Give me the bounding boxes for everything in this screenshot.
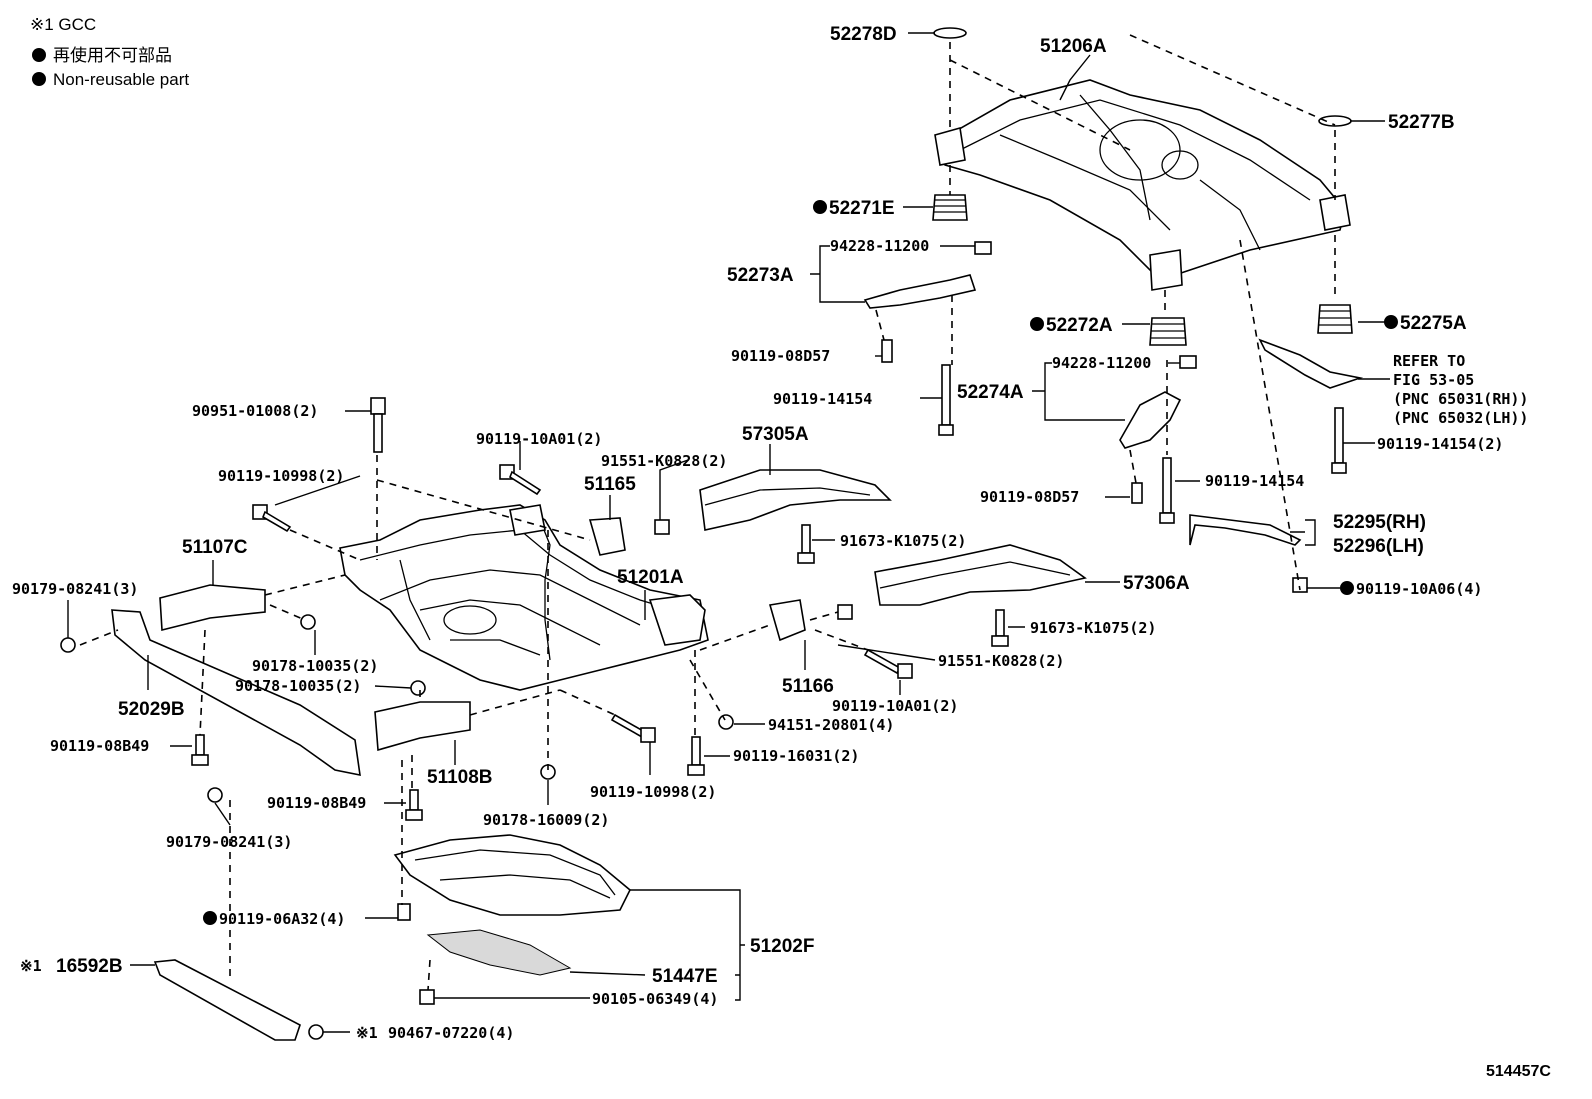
label-91673-K1075-b: 91673-K1075(2) [1030, 619, 1156, 637]
front-bolts [60, 397, 1009, 1040]
label-91551-K0828-a: 91551-K0828(2) [601, 452, 727, 470]
refer-line3: (PNC 65031(RH)) [1393, 390, 1528, 408]
label-91673-K1075-a: 91673-K1075(2) [840, 532, 966, 550]
label-52277B: 52277B [1388, 112, 1455, 133]
label-90119-14154-b: 90119-14154 [1205, 472, 1304, 490]
label-16592B: 16592B [56, 956, 123, 977]
rear-bracket-parts [863, 274, 1364, 546]
label-91551-K0828-b: 91551-K0828(2) [938, 652, 1064, 670]
label-52295-rh: 52295(RH) [1333, 512, 1426, 533]
label-90119-14154-2: 90119-14154(2) [1377, 435, 1503, 453]
label-90178-10035-b: 90178-10035(2) [235, 677, 361, 695]
label-52029B: 52029B [118, 699, 185, 720]
refer-line1: REFER TO [1393, 352, 1465, 370]
label-90119-16031: 90119-16031(2) [733, 747, 859, 765]
diagram-id: 514457C [1486, 1063, 1551, 1080]
label-90119-10A06: 90119-10A06(4) [1356, 580, 1482, 598]
label-51206A: 51206A [1040, 36, 1107, 57]
refer-line4: (PNC 65032(LH)) [1393, 409, 1528, 427]
label-94228-11200-a: 94228-11200 [830, 237, 929, 255]
label-90467-07220: 90467-07220(4) [388, 1024, 514, 1042]
label-90178-10035-a: 90178-10035(2) [252, 657, 378, 675]
refer-line2: FIG 53-05 [1393, 371, 1474, 389]
label-90179-08241-b: 90179-08241(3) [166, 833, 292, 851]
label-90119-10998-b: 90119-10998(2) [590, 783, 716, 801]
non-reusable-dot-icon [32, 72, 46, 86]
label-57305A: 57305A [742, 424, 809, 445]
label-gcc-mark-b: ※1 [356, 1024, 378, 1042]
label-90119-08B49-b: 90119-08B49 [267, 794, 366, 812]
non-reusable-dot-icon [32, 48, 46, 62]
non-reusable-dot-icon [203, 911, 217, 925]
label-51165: 51165 [584, 474, 636, 495]
label-52273A: 52273A [727, 265, 794, 286]
label-90179-08241-a: 90179-08241(3) [12, 580, 138, 598]
rear-subframe-drawing [934, 79, 1351, 291]
leader-lines [67, 32, 1390, 1033]
part-16592B-drawing [153, 959, 301, 1041]
rear-bolts [881, 241, 1347, 593]
rear-mount-parts [932, 27, 1353, 346]
label-51107C: 51107C [182, 537, 248, 558]
label-90119-06A32: 90119-06A32(4) [219, 910, 345, 928]
legend-gcc-note: ※1 GCC [30, 15, 96, 34]
label-52272A: 52272A [1046, 315, 1113, 336]
legend-non-reusable-en: Non-reusable part [53, 70, 189, 89]
label-52271E: 52271E [829, 198, 895, 219]
label-90119-08D57-b: 90119-08D57 [980, 488, 1079, 506]
assembly-lines [79, 34, 1336, 991]
non-reusable-dot-icon [1384, 315, 1398, 329]
front-member-parts [111, 469, 1087, 777]
label-51108B: 51108B [427, 767, 493, 788]
label-52278D: 52278D [830, 24, 897, 45]
label-90119-08B49-a: 90119-08B49 [50, 737, 149, 755]
legend-non-reusable-jp: 再使用不可部品 [53, 45, 172, 65]
non-reusable-dot-icon [1030, 317, 1044, 331]
label-52274A: 52274A [957, 382, 1024, 403]
part-labels: 52278D 51206A 52277B 52271E 94228-11200 … [12, 24, 1551, 1080]
label-90119-10998-a: 90119-10998(2) [218, 467, 344, 485]
label-51201A: 51201A [617, 567, 684, 588]
label-90119-14154-a: 90119-14154 [773, 390, 872, 408]
label-90119-08D57-a: 90119-08D57 [731, 347, 830, 365]
non-reusable-dot-icon [813, 200, 827, 214]
label-gcc-mark-a: ※1 [20, 957, 42, 975]
label-94151-20801: 94151-20801(4) [768, 716, 894, 734]
label-51447E: 51447E [652, 966, 718, 987]
label-90119-10A01-b: 90119-10A01(2) [832, 697, 958, 715]
label-57306A: 57306A [1123, 573, 1190, 594]
label-51166: 51166 [782, 676, 834, 697]
undercover-parts [393, 834, 631, 976]
label-90178-16009: 90178-16009(2) [483, 811, 609, 829]
label-90951-01008: 90951-01008(2) [192, 402, 318, 420]
label-90119-10A01-a: 90119-10A01(2) [476, 430, 602, 448]
front-subframe-drawing [339, 504, 709, 691]
label-94228-11200-b: 94228-11200 [1052, 354, 1151, 372]
label-52275A: 52275A [1400, 313, 1467, 334]
label-52296-lh: 52296(LH) [1333, 536, 1424, 557]
non-reusable-dot-icon [1340, 581, 1354, 595]
label-51202F: 51202F [750, 936, 814, 957]
label-90105-06349: 90105-06349(4) [592, 990, 718, 1008]
